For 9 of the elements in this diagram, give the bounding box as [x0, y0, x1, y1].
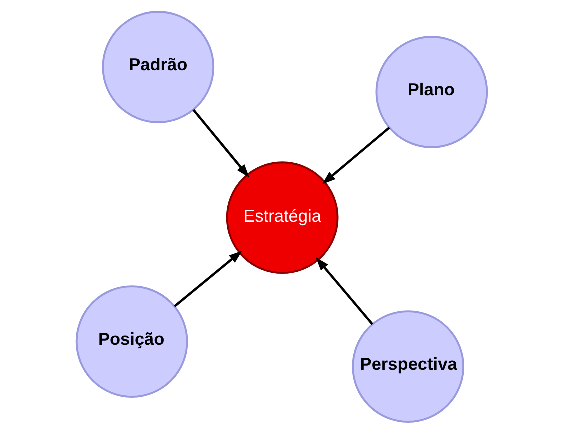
node-circle: Posição	[76, 286, 188, 398]
arrow	[174, 250, 243, 308]
node-circle: Padrão	[102, 11, 215, 124]
arrow	[322, 126, 390, 184]
node-circle: Perspectiva	[352, 310, 465, 423]
node-circle: Estratégia	[226, 162, 339, 274]
node-circle: Plano	[376, 36, 488, 148]
arrow	[316, 257, 374, 326]
arrow	[192, 109, 250, 178]
